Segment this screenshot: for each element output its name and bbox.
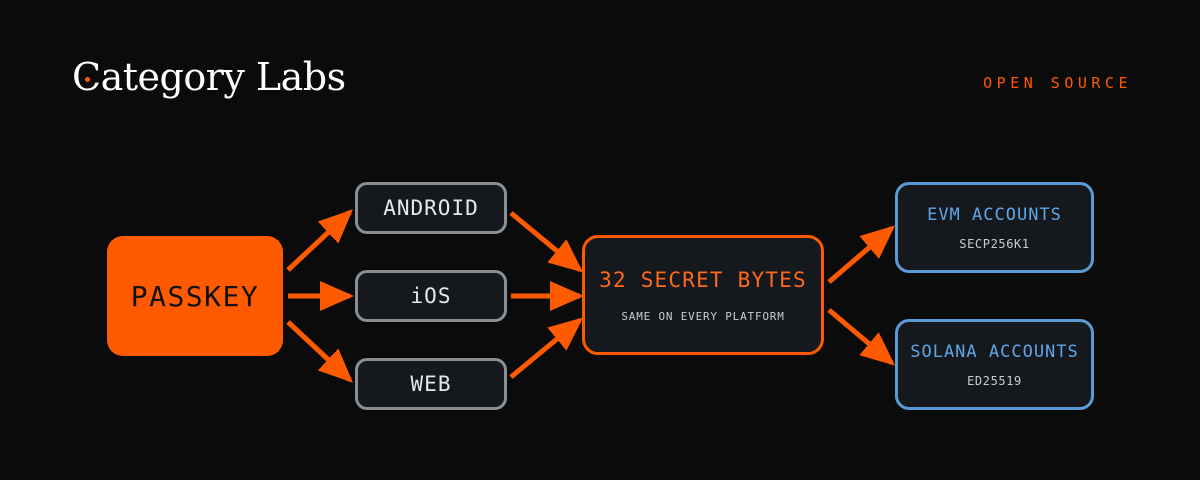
solana-accounts-node: SOLANA ACCOUNTS ED25519 bbox=[895, 319, 1094, 410]
arrow-passkey-android bbox=[286, 209, 353, 272]
evm-accounts-title: EVM ACCOUNTS bbox=[927, 204, 1062, 225]
secret-bytes-node: 32 SECRET BYTES SAME ON EVERY PLATFORM bbox=[582, 235, 824, 355]
brand-name: Category Labs bbox=[72, 55, 346, 99]
arrow-passkey-web bbox=[286, 320, 353, 383]
brand-dot-icon bbox=[85, 77, 90, 82]
passkey-node: PASSKEY bbox=[107, 236, 283, 356]
evm-accounts-node: EVM ACCOUNTS SECP256K1 bbox=[895, 182, 1094, 273]
secret-bytes-title: 32 SECRET BYTES bbox=[599, 267, 807, 292]
platform-web-label: WEB bbox=[410, 372, 452, 396]
platform-ios-node: iOS bbox=[355, 270, 507, 322]
solana-accounts-subtitle: ED25519 bbox=[967, 373, 1022, 388]
platform-android-label: ANDROID bbox=[383, 196, 479, 220]
platform-android-node: ANDROID bbox=[355, 182, 507, 234]
platform-ios-label: iOS bbox=[410, 284, 452, 308]
open-source-tag: OPEN SOURCE bbox=[983, 74, 1132, 92]
arrow-android-secret bbox=[509, 211, 584, 273]
arrow-web-secret bbox=[509, 317, 584, 379]
passkey-label: PASSKEY bbox=[130, 279, 260, 313]
platform-web-node: WEB bbox=[355, 358, 507, 410]
secret-bytes-subtitle: SAME ON EVERY PLATFORM bbox=[621, 309, 785, 323]
brand-logo: Category Labs bbox=[72, 58, 346, 96]
evm-accounts-subtitle: SECP256K1 bbox=[959, 236, 1030, 251]
arrow-secret-evm bbox=[827, 225, 896, 284]
arrow-secret-solana bbox=[827, 308, 896, 366]
solana-accounts-title: SOLANA ACCOUNTS bbox=[910, 341, 1079, 362]
